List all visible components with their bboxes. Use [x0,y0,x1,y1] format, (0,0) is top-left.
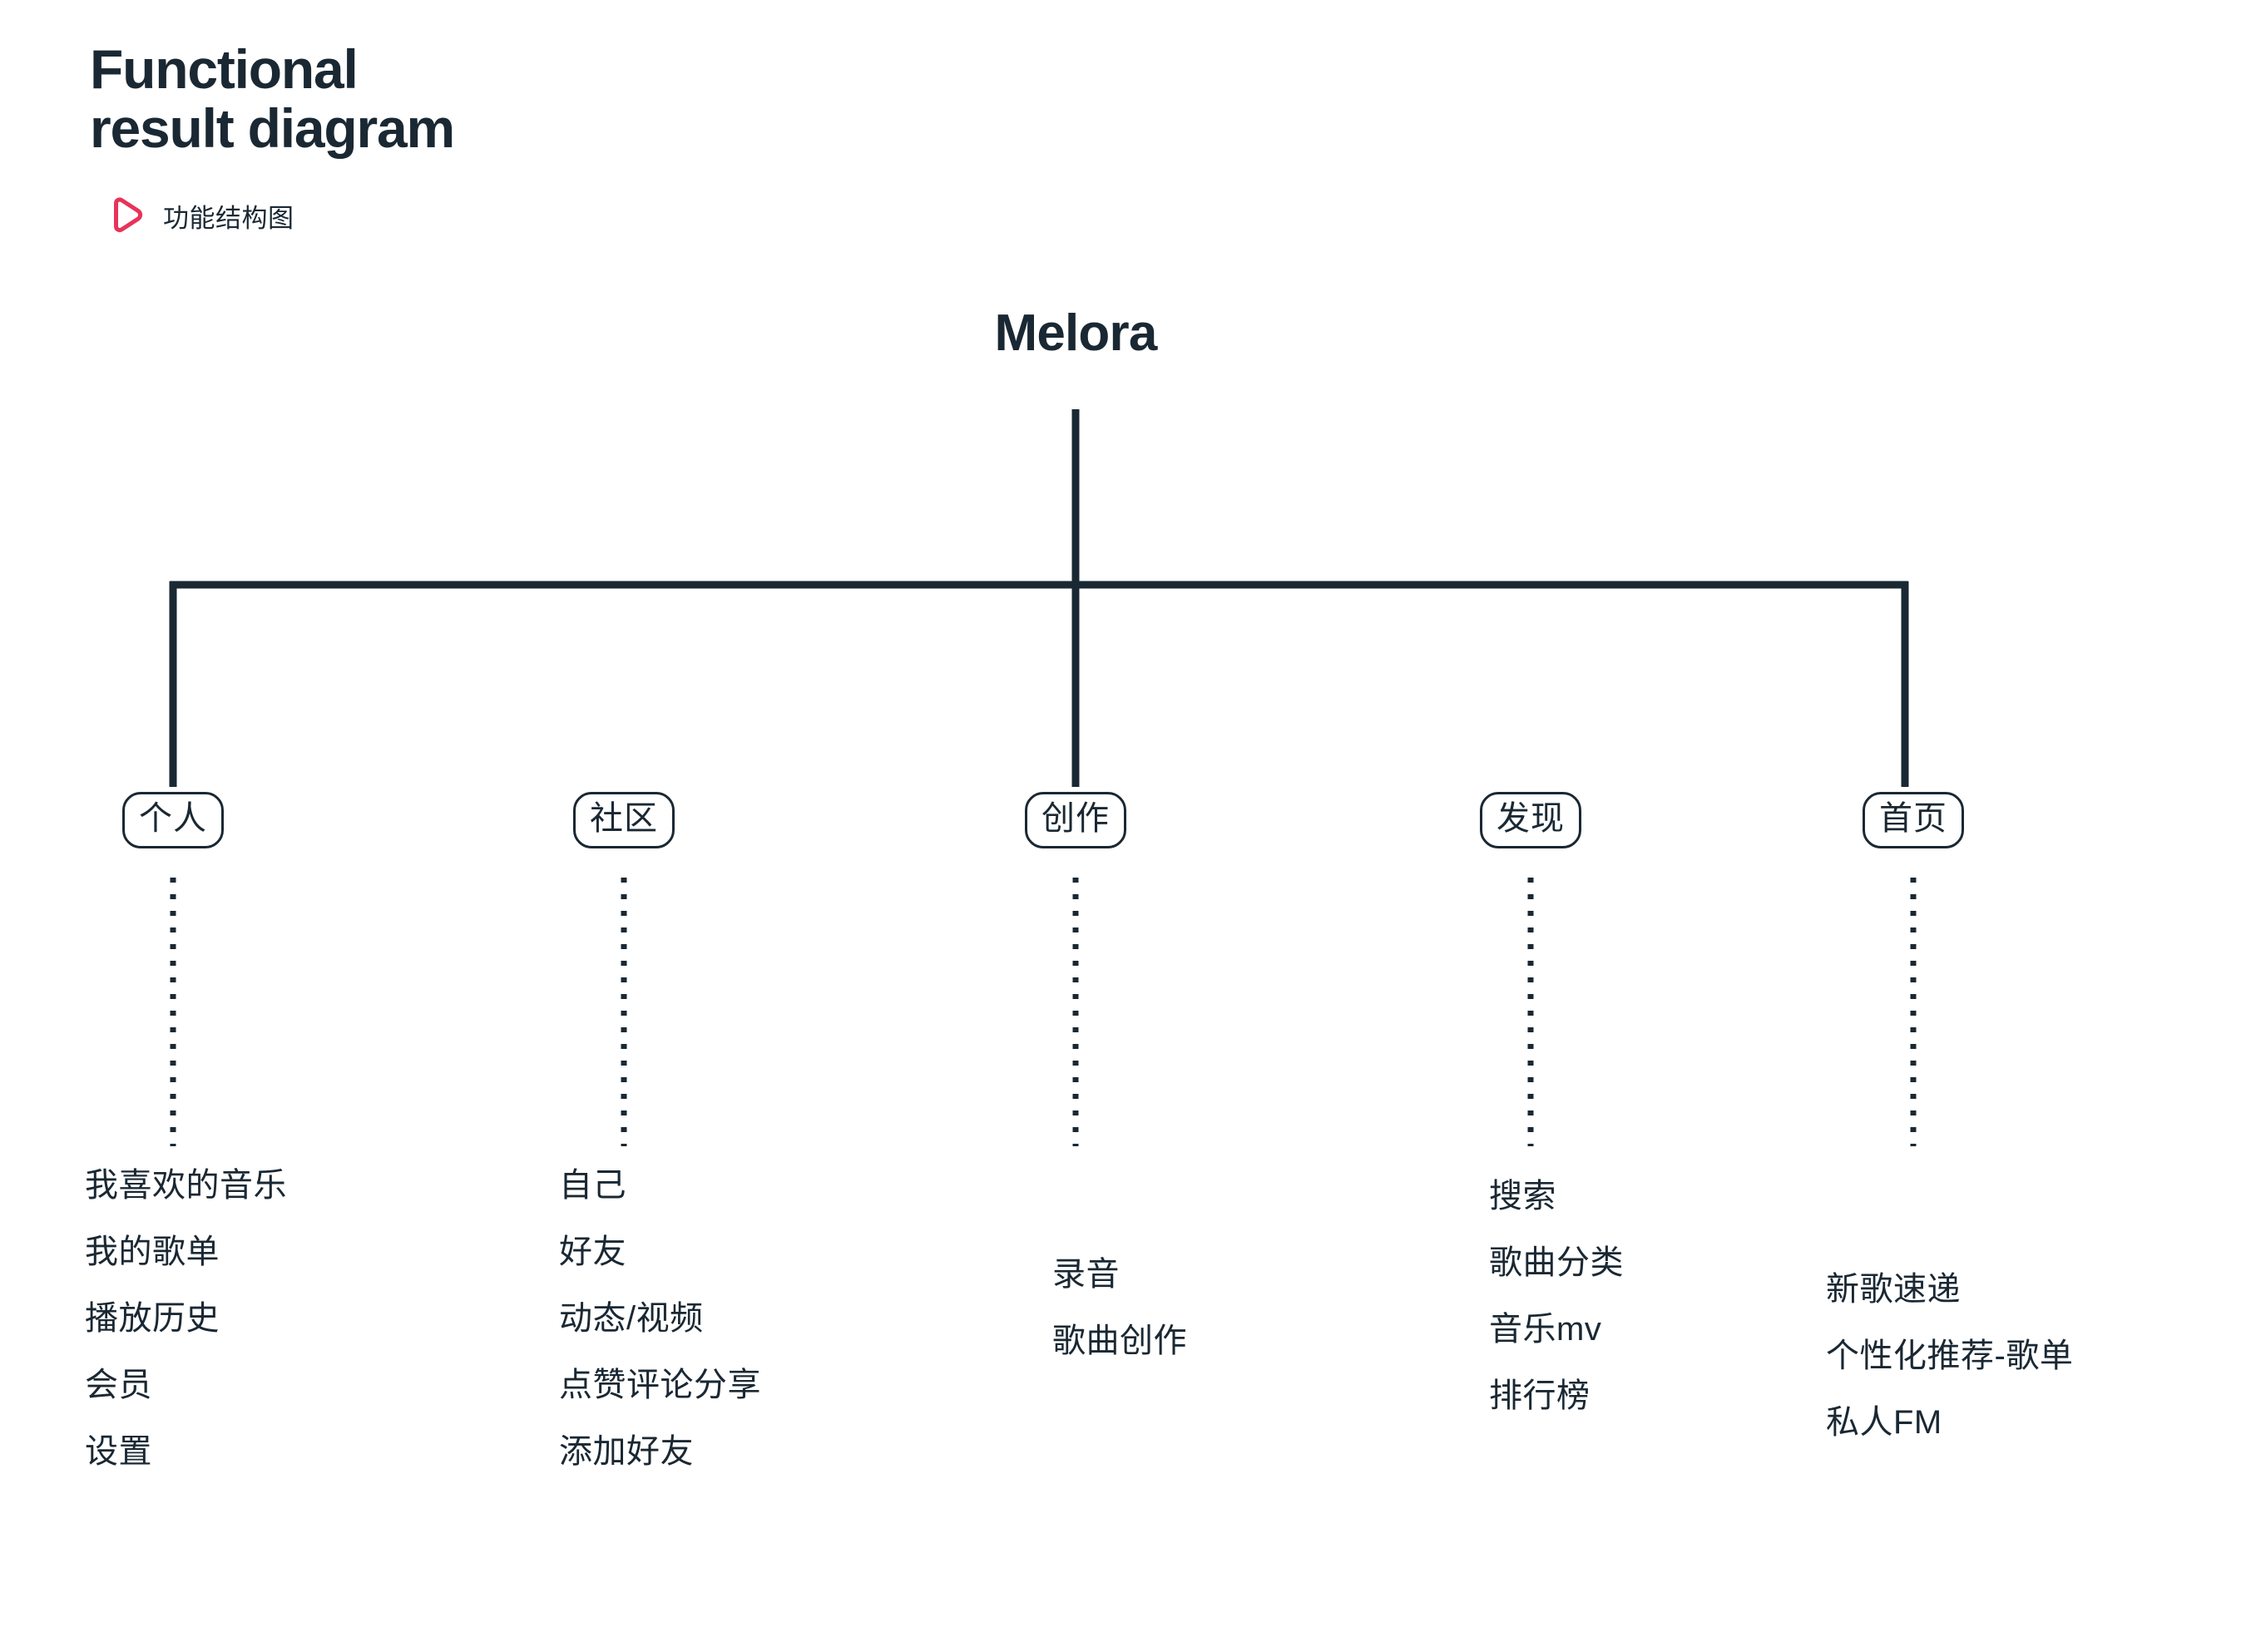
category-node-label: 创作 [1041,800,1110,837]
leaf-item[interactable]: 设置 [85,1433,152,1470]
category-node-personal[interactable]: 个人 [122,792,224,848]
leaf-item[interactable]: 歌曲创作 [1052,1323,1187,1359]
leaf-item[interactable]: 自己 [559,1167,626,1204]
leaf-item[interactable]: 个性化推荐-歌单 [1826,1338,2074,1374]
category-node-label: 个人 [139,800,207,837]
play-triangle-icon [114,197,143,233]
leaf-item[interactable]: 点赞评论分享 [559,1367,761,1403]
leaf-item[interactable]: 音乐mv [1489,1311,1602,1348]
leaf-item[interactable]: 好友 [559,1234,626,1270]
root-node: Melora [0,304,2251,363]
leaf-list-discover: 搜索 歌曲分类 音乐mv 排行榜 [1489,1180,1624,1412]
leaf-list-personal: 我喜欢的音乐 我的歌单 播放历史 会员 设置 [85,1169,287,1468]
category-node-home[interactable]: 首页 [1863,792,1964,848]
leaf-item[interactable]: 会员 [85,1367,152,1403]
leaf-list-home: 新歌速递 个性化推荐-歌单 私人FM [1826,1273,2073,1439]
leaf-item[interactable]: 添加好友 [559,1433,694,1470]
leaf-item[interactable]: 我喜欢的音乐 [85,1167,287,1204]
leaf-list-creation: 录音 歌曲创作 [1052,1258,1187,1358]
leaf-item[interactable]: 新歌速递 [1826,1271,1961,1308]
leaf-item[interactable]: 动态/视频 [559,1300,704,1337]
leaf-item[interactable]: 排行榜 [1489,1377,1591,1414]
category-node-label: 发现 [1497,800,1565,837]
category-node-label: 首页 [1879,800,1947,837]
page-title: Functional result diagram [90,38,455,160]
header: Functional result diagram 功能结构图 [90,38,839,235]
subtitle-row: 功能结构图 [108,197,839,235]
leaf-item[interactable]: 私人FM [1826,1404,1942,1441]
leaf-item[interactable]: 我的歌单 [85,1234,220,1270]
leaf-item[interactable]: 搜索 [1489,1178,1556,1214]
leaf-item[interactable]: 录音 [1052,1256,1120,1293]
category-node-label: 社区 [590,800,658,837]
category-node-creation[interactable]: 创作 [1025,792,1126,848]
root-node-label: Melora [994,304,1157,362]
category-node-community[interactable]: 社区 [573,792,675,848]
subtitle-label: 功能结构图 [163,203,294,233]
leaf-item[interactable]: 歌曲分类 [1489,1244,1624,1281]
leaf-item[interactable]: 播放历史 [85,1300,220,1337]
category-node-discover[interactable]: 发现 [1480,792,1581,848]
leaf-list-community: 自己 好友 动态/视频 点赞评论分享 添加好友 [559,1169,761,1468]
